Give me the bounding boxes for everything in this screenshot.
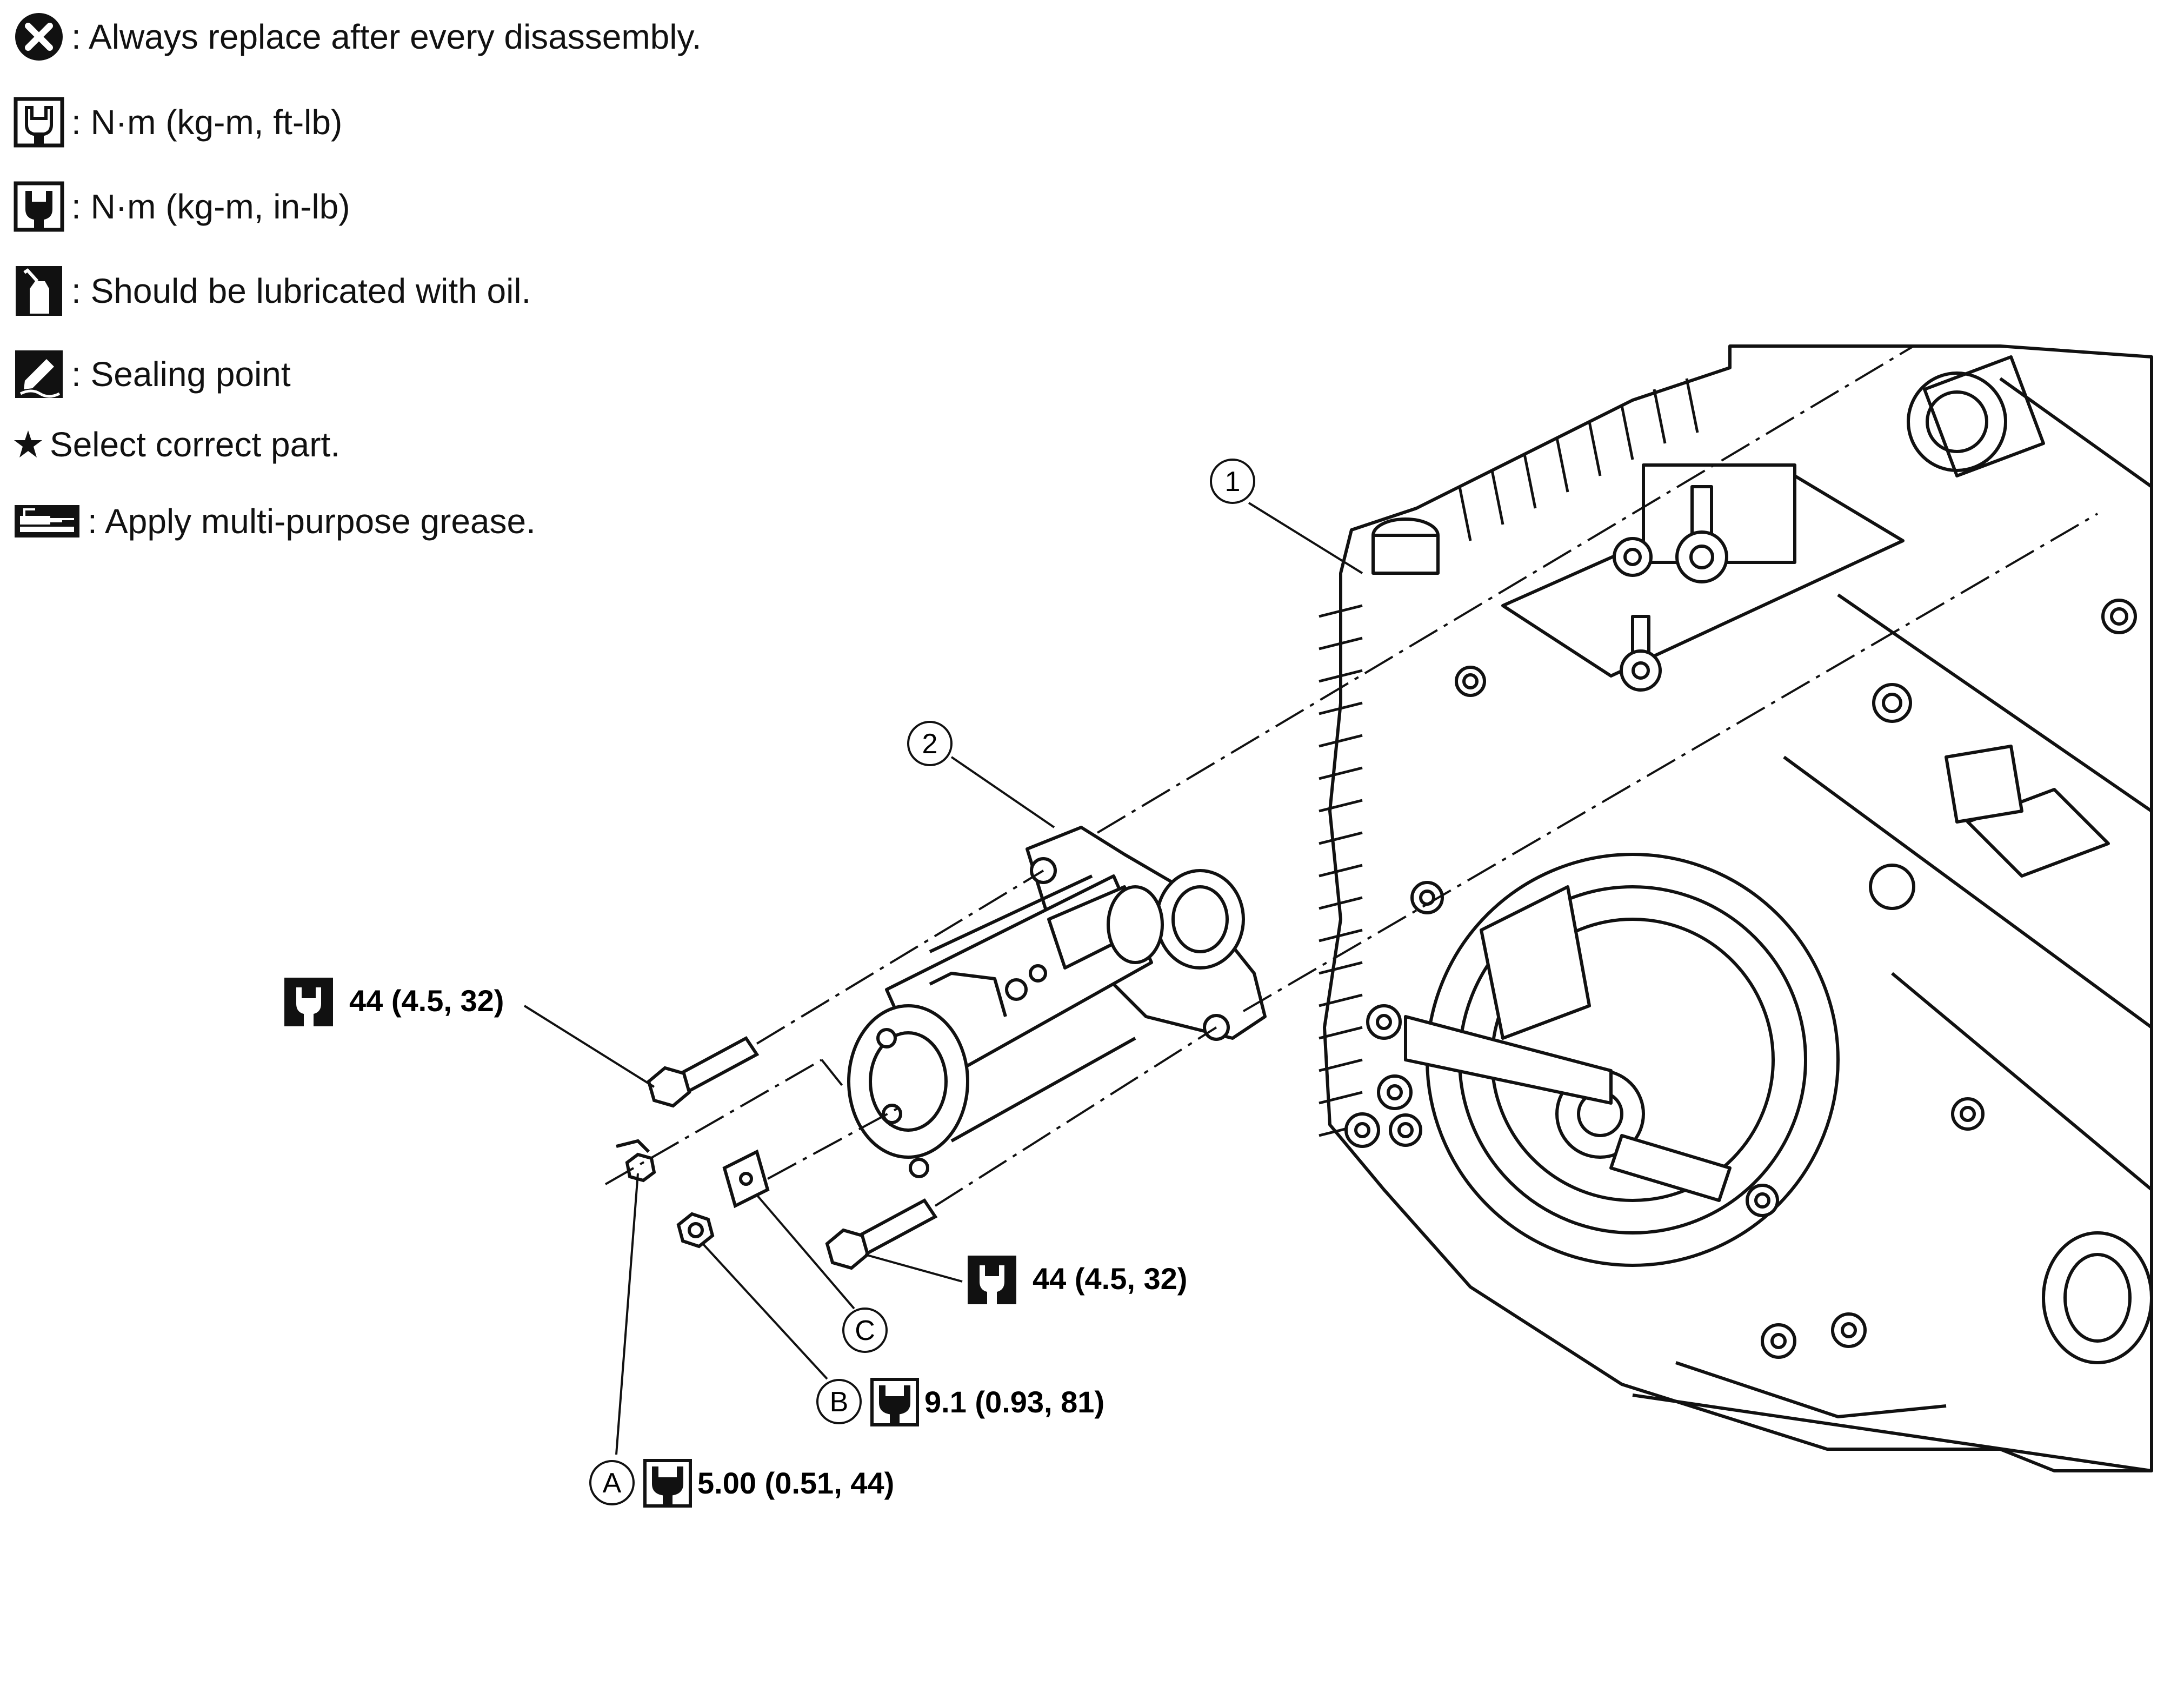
legend-row-torque-inlb: : N·m (kg-m, in-lb) (12, 180, 350, 234)
svg-text:2: 2 (922, 728, 938, 760)
legend-row-sealing: : Sealing point (12, 347, 291, 401)
callout-b: B (816, 1379, 862, 1424)
torque-wrench-inlb-icon (643, 1459, 692, 1508)
callout-1: 1 (1210, 459, 1255, 504)
transaxle-assembly (1319, 344, 2153, 1472)
grease-gun-icon (12, 494, 82, 548)
torque-wrench-inlb-icon (870, 1378, 919, 1426)
oil-can-icon (12, 264, 66, 318)
upper-mounting-bolt (647, 1036, 760, 1108)
torque-label-nut-b: 9.1 (0.93, 81) (870, 1378, 1104, 1426)
legend-row-replace: : Always replace after every disassembly… (12, 10, 702, 64)
legend-text-oil: : Should be lubricated with oil. (71, 271, 531, 310)
svg-text:9.1 (0.93, 81): 9.1 (0.93, 81) (924, 1385, 1104, 1419)
legend-text-torque-ftlb: : N·m (kg-m, ft-lb) (71, 103, 343, 142)
callout-c: C (842, 1308, 888, 1353)
alignment-lines (605, 345, 2099, 1207)
starter-motor (847, 826, 1267, 1178)
nut-a (616, 1139, 656, 1183)
legend-text-star: Select correct part. (50, 425, 341, 464)
torque-label-upper-bolt: 44 (4.5, 32) (284, 978, 504, 1026)
svg-text:B: B (830, 1386, 849, 1418)
svg-text:44 (4.5, 32): 44 (4.5, 32) (349, 984, 504, 1018)
lower-mounting-bolt (825, 1198, 938, 1270)
legend-text-replace: : Always replace after every disassembly… (71, 17, 702, 56)
harness-bracket-c (722, 1149, 770, 1209)
callout-2: 2 (907, 721, 953, 766)
legend-row-torque-ftlb: : N·m (kg-m, ft-lb) (12, 95, 342, 149)
legend-text-grease: : Apply multi-purpose grease. (88, 502, 536, 541)
svg-text:5.00 (0.51, 44): 5.00 (0.51, 44) (697, 1466, 894, 1500)
legend-row-star: Select correct part. (12, 417, 340, 472)
torque-wrench-inlb-icon (12, 180, 66, 234)
svg-text:A: A (603, 1468, 622, 1499)
svg-text:44 (4.5, 32): 44 (4.5, 32) (1033, 1262, 1187, 1296)
leader-lines (523, 502, 1363, 1455)
legend-row-grease: : Apply multi-purpose grease. (12, 494, 536, 548)
svg-text:C: C (855, 1315, 875, 1346)
callout-a: A (589, 1460, 635, 1505)
sealing-point-icon (12, 347, 66, 401)
nut-b (676, 1212, 715, 1249)
torque-wrench-ftlb-icon (12, 95, 66, 149)
torque-wrench-ftlb-icon (968, 1256, 1016, 1304)
legend-text-torque-inlb: : N·m (kg-m, in-lb) (71, 187, 350, 226)
replace-always-icon (12, 10, 66, 64)
legend-text-sealing: : Sealing point (71, 355, 291, 394)
svg-text:1: 1 (1225, 466, 1241, 497)
torque-label-lower-bolt: 44 (4.5, 32) (968, 1256, 1187, 1304)
torque-wrench-ftlb-icon (284, 978, 333, 1026)
legend-row-oil: : Should be lubricated with oil. (12, 264, 531, 318)
torque-label-nut-a: 5.00 (0.51, 44) (643, 1459, 894, 1508)
star-icon (12, 417, 44, 472)
